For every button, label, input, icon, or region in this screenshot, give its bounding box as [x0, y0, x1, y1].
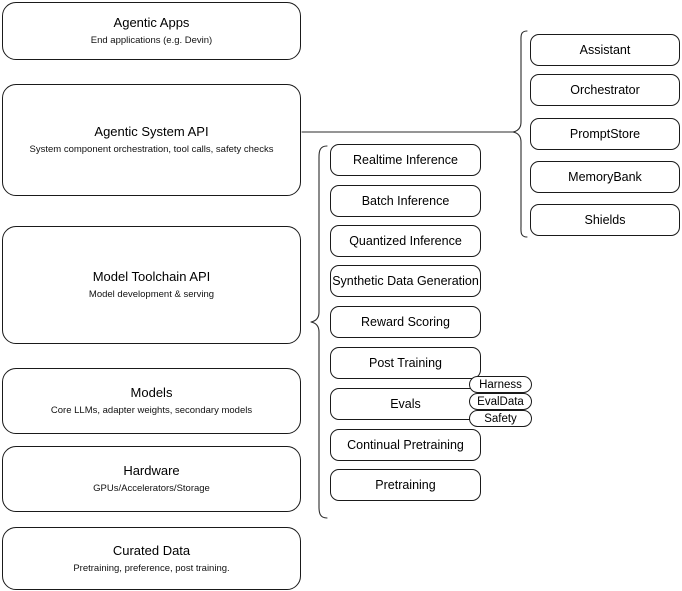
component-label: Batch Inference	[361, 193, 450, 208]
layer-title: Hardware	[123, 463, 180, 478]
component-label: Realtime Inference	[353, 152, 458, 167]
component-assistant[interactable]: Assistant	[530, 34, 680, 66]
component-orchestrator[interactable]: Orchestrator	[530, 74, 680, 106]
component-label: Assistant	[579, 42, 631, 57]
component-label: Post Training	[369, 355, 442, 370]
component-label: MemoryBank	[568, 169, 642, 184]
component-reward-scoring[interactable]: Reward Scoring	[330, 306, 481, 338]
component-label: Continual Pretraining	[347, 437, 464, 452]
component-shields[interactable]: Shields	[530, 204, 680, 236]
layer-subtitle: GPUs/Accelerators/Storage	[93, 483, 210, 494]
layer-subtitle: Model development & serving	[88, 289, 215, 300]
component-label: Quantized Inference	[349, 233, 462, 248]
component-post-training[interactable]: Post Training	[330, 347, 481, 379]
brace-agentic-components	[512, 30, 528, 238]
badge-evaldata[interactable]: EvalData	[469, 393, 532, 410]
component-label: Shields	[584, 212, 626, 227]
layer-models[interactable]: Models Core LLMs, adapter weights, secon…	[2, 368, 301, 434]
component-label: Orchestrator	[570, 82, 640, 97]
component-label: Evals	[390, 396, 421, 411]
component-label: Reward Scoring	[361, 314, 450, 329]
component-synthetic-data-generation[interactable]: Synthetic Data Generation	[330, 265, 481, 297]
layer-agentic-system-api[interactable]: Agentic System API System component orch…	[2, 84, 301, 196]
component-memorybank[interactable]: MemoryBank	[530, 161, 680, 193]
badge-harness[interactable]: Harness	[469, 376, 532, 393]
layer-agentic-apps[interactable]: Agentic Apps End applications (e.g. Devi…	[2, 2, 301, 60]
layer-title: Model Toolchain API	[92, 269, 211, 284]
layer-title: Curated Data	[112, 542, 191, 558]
component-label: Pretraining	[375, 477, 436, 492]
layer-title: Agentic Apps	[113, 15, 190, 30]
layer-curated-data[interactable]: Curated Data Pretraining, preference, po…	[2, 527, 301, 590]
component-realtime-inference[interactable]: Realtime Inference	[330, 144, 481, 176]
layer-subtitle: Core LLMs, adapter weights, secondary mo…	[50, 405, 253, 416]
component-label: PromptStore	[569, 126, 641, 141]
badge-safety[interactable]: Safety	[469, 410, 532, 427]
layer-subtitle: Pretraining, preference, post training.	[73, 562, 230, 574]
layer-title: Models	[130, 385, 173, 400]
component-label: Synthetic Data Generation	[332, 273, 479, 288]
layer-hardware[interactable]: Hardware GPUs/Accelerators/Storage	[2, 446, 301, 512]
component-evals[interactable]: Evals	[330, 388, 481, 420]
component-pretraining[interactable]: Pretraining	[330, 469, 481, 501]
component-quantized-inference[interactable]: Quantized Inference	[330, 225, 481, 257]
layer-title: Agentic System API	[94, 124, 209, 139]
brace-toolchain-components	[310, 145, 328, 519]
component-promptstore[interactable]: PromptStore	[530, 118, 680, 150]
layer-model-toolchain-api[interactable]: Model Toolchain API Model development & …	[2, 226, 301, 344]
layer-subtitle: System component orchestration, tool cal…	[29, 144, 274, 155]
component-batch-inference[interactable]: Batch Inference	[330, 185, 481, 217]
layer-subtitle: End applications (e.g. Devin)	[90, 35, 213, 46]
component-continual-pretraining[interactable]: Continual Pretraining	[330, 429, 481, 461]
